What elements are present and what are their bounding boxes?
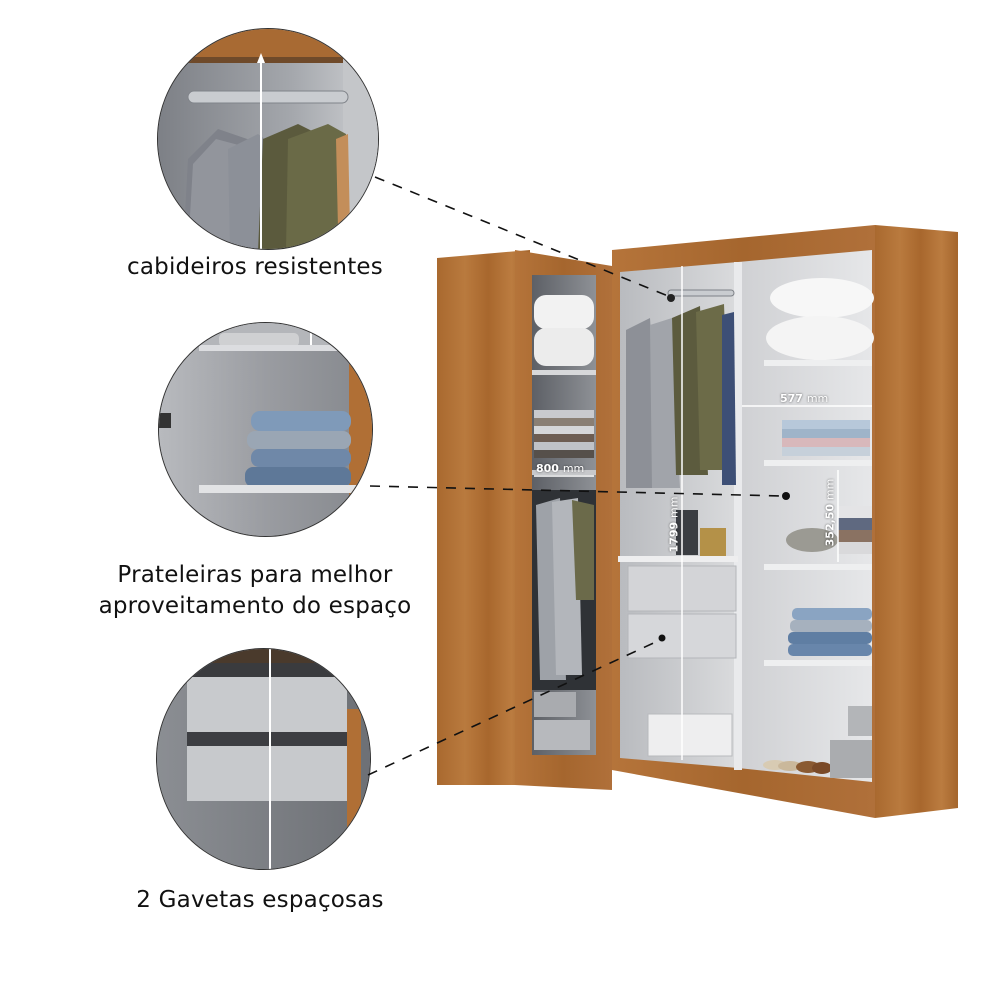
caption-shelves-line-2: aproveitamento do espaço	[98, 593, 412, 619]
height-dimension-label: 1799 mm	[667, 497, 680, 553]
dimension-value: 352,50	[823, 503, 837, 547]
drawers-closeup	[156, 648, 371, 870]
shelf	[764, 660, 872, 666]
left-side-panel	[437, 250, 530, 785]
caption-hanger: cabideiros resistentes	[127, 254, 383, 280]
shelf	[532, 370, 596, 375]
folded-sweaters-right	[786, 506, 872, 554]
clothes-rail-icon	[158, 29, 378, 249]
callout-anchor-dot	[667, 294, 675, 302]
dimension-unit: mm	[562, 462, 585, 475]
pillow	[534, 295, 594, 329]
width-right-dimension-label: 577 mm	[780, 392, 828, 405]
drawer-knob	[658, 634, 666, 642]
callout-anchor-dot	[782, 492, 790, 500]
folded-jeans-right	[788, 608, 872, 656]
storage-box	[848, 706, 872, 736]
leader-line-drawers	[367, 639, 661, 776]
shelf	[618, 556, 738, 562]
decor-item	[700, 528, 726, 556]
leader-line-shelves	[369, 485, 783, 497]
dimension-value: 1799	[667, 521, 681, 553]
shelf	[764, 564, 872, 570]
shelf-gap-dimension-label: 352,50 mm	[823, 479, 836, 547]
storage-box	[534, 720, 590, 750]
shoes	[763, 760, 832, 774]
storage-box	[830, 740, 872, 778]
caption-drawers: 2 Gavetas espaçosas	[136, 887, 384, 913]
shelf	[764, 460, 872, 466]
dimension-value: 800	[536, 462, 559, 475]
dimension-unit: mm	[667, 496, 681, 518]
pillow	[770, 278, 874, 318]
right-side-panel	[875, 225, 958, 818]
drawer-icon	[157, 649, 370, 869]
shelf	[764, 360, 872, 366]
storage-box	[534, 692, 576, 717]
hanging-clothes-left	[532, 490, 596, 690]
storage-box	[647, 713, 733, 757]
caption-shelves-line-1: Prateleiras para melhor	[117, 562, 393, 588]
column-divider	[734, 262, 742, 770]
dimension-unit: mm	[823, 478, 837, 501]
leader-lines	[367, 176, 783, 776]
hanging-clothes-middle	[626, 304, 736, 488]
clothes-rail	[667, 289, 735, 297]
pillow	[766, 316, 874, 360]
shelf-icon	[159, 323, 372, 536]
shelves-closeup	[158, 322, 373, 537]
width-left-dimension-label: 800 mm	[536, 462, 584, 475]
folded-shirts-left	[534, 410, 594, 458]
shelf	[532, 470, 596, 475]
dimension-lines	[534, 266, 872, 760]
folded-shirts-right-top	[782, 420, 870, 456]
hanger-rail-closeup	[157, 28, 379, 250]
caption-shelves: Prateleiras para melhor aproveitamento d…	[85, 560, 425, 622]
leader-line-hanger	[374, 176, 669, 297]
dimension-unit: mm	[806, 392, 829, 405]
dimension-value: 577	[780, 392, 803, 405]
pillow	[534, 328, 594, 366]
